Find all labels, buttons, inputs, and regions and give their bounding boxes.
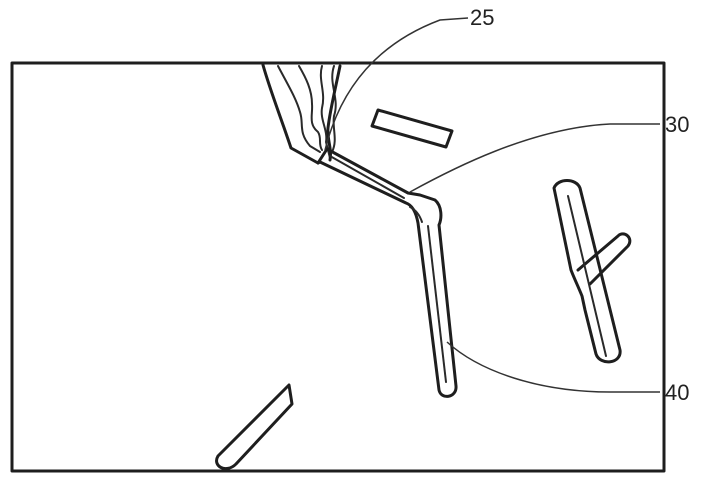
ref-label-30: 30	[665, 112, 689, 137]
ref-label-40: 40	[665, 380, 689, 405]
figure-frame	[10, 61, 666, 473]
ref-label-25: 25	[470, 5, 494, 30]
leader-40	[446, 341, 660, 393]
fragment-bottom	[215, 383, 294, 470]
leader-25	[324, 17, 469, 151]
right-rod	[552, 179, 632, 364]
leader-30	[409, 123, 660, 193]
fragment-top	[370, 108, 454, 149]
bent-tube	[316, 147, 458, 398]
top-channel	[261, 63, 342, 165]
